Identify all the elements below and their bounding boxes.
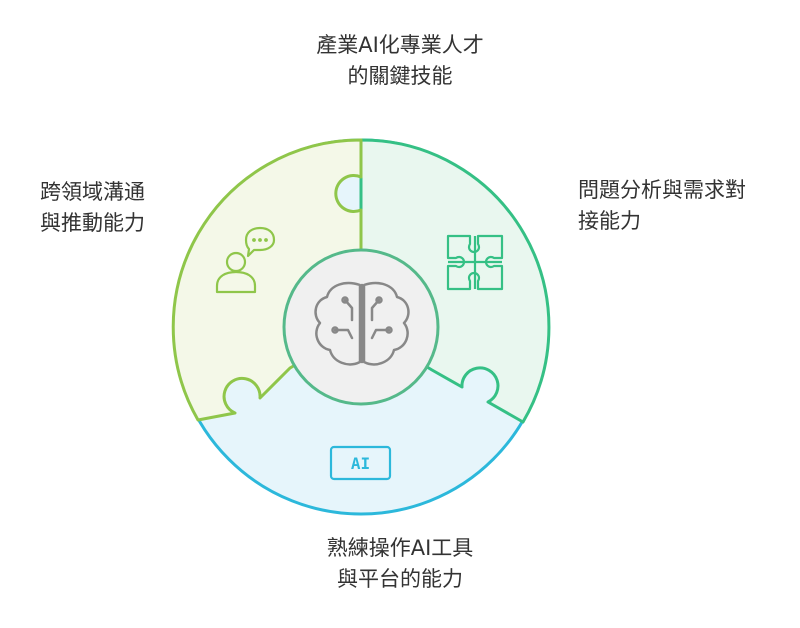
puzzle-icon <box>446 234 504 291</box>
title-line-1: 產業AI化專業人才 <box>316 33 484 57</box>
title-label: 產業AI化專業人才 的關鍵技能 <box>250 30 550 92</box>
brain-circuit-icon <box>314 281 410 366</box>
skill-communication-label: 跨領域溝通 與推動能力 <box>40 177 210 239</box>
ai-badge-text: AI <box>351 454 370 473</box>
skill-ai-tools-line-2: 與平台的能力 <box>337 567 463 591</box>
ai-chip-icon: AI <box>329 445 392 481</box>
skill-analysis-label: 問題分析與需求對 接能力 <box>578 175 788 237</box>
skill-communication-line-2: 與推動能力 <box>40 211 145 235</box>
skill-ai-tools-label: 熟練操作AI工具 與平台的能力 <box>250 533 550 595</box>
skill-analysis-line-1: 問題分析與需求對 <box>578 178 746 202</box>
title-line-2: 的關鍵技能 <box>347 64 453 88</box>
skill-ai-tools-line-1: 熟練操作AI工具 <box>326 536 474 560</box>
skill-communication-line-1: 跨領域溝通 <box>40 180 145 204</box>
skill-analysis-line-2: 接能力 <box>578 209 641 233</box>
person-speech-icon <box>215 226 276 294</box>
